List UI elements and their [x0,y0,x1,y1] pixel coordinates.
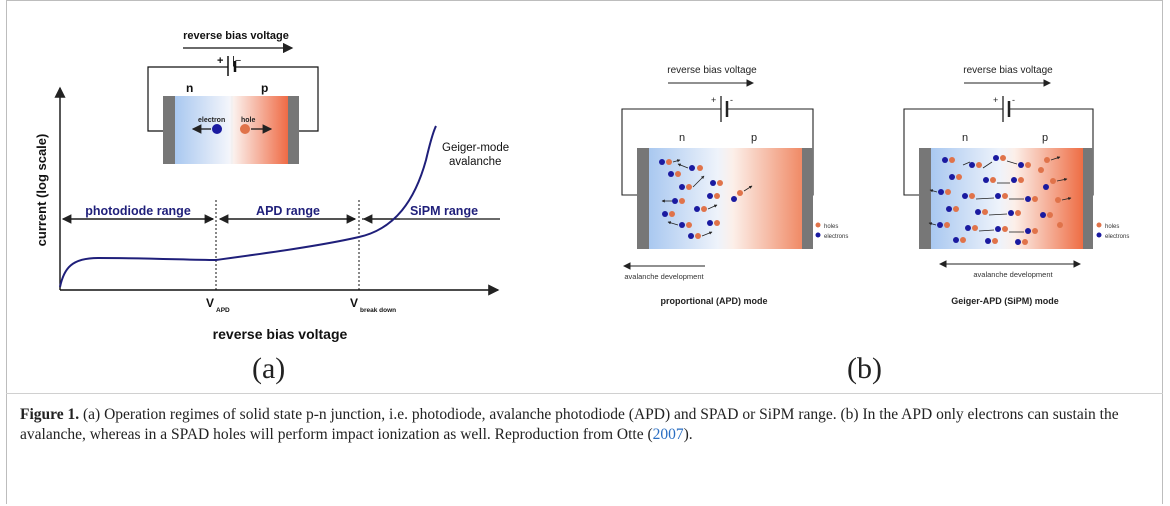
a-battery-minus: |− [232,55,241,67]
a-circuit-wire [147,66,228,132]
b-right-legend-electrons: electrons [1105,234,1129,240]
caption-text: (a) Operation regimes of solid state p-n… [20,406,1119,443]
a-vbd-sub: break down [360,307,396,314]
a-geiger-line1: Geiger-mode [442,142,509,154]
b-right-legend-holes: holes [1105,224,1119,230]
b-left-junction [649,148,802,249]
a-label-n: n [186,81,193,95]
a-vapd-sub: APD [216,307,230,314]
b-right-carriers [928,155,1072,245]
a-iv-curve [59,125,437,288]
a-hole-label: hole [241,117,255,124]
b-right-minus: - [1012,95,1015,105]
b-left-legend-holes: holes [824,224,838,230]
b-sublabel: (b) [847,352,882,385]
b-right-diagram: reverse bias voltage + - n p [903,65,1129,306]
a-top-label: reverse bias voltage [183,30,289,42]
b-right-p: p [1042,132,1048,144]
a-vbd-main: V [350,296,358,310]
a-geiger-line2: avalanche [449,156,501,168]
b-right-n: n [962,132,968,144]
figure-b-panel: reverse bias voltage + - n p [621,65,1129,306]
a-range-photodiode: photodiode range [85,204,191,218]
figure-caption: Figure 1. (a) Operation regimes of solid… [20,405,1150,445]
a-battery-plus: + [217,55,223,67]
a-x-axis-label: reverse bias voltage [213,326,348,342]
figure-top-border [6,0,1163,1]
a-electrode-right [288,96,299,164]
a-range-apd: APD range [256,204,320,218]
b-left-n: n [679,132,685,144]
a-range-sipm: SiPM range [410,204,478,218]
b-left-diagram: reverse bias voltage + - n p [621,65,848,306]
caption-citation-link[interactable]: 2007 [652,426,684,443]
b-left-mode: proportional (APD) mode [661,296,768,306]
a-electron-label: electron [198,117,225,124]
b-right-mode: Geiger-APD (SiPM) mode [951,296,1059,306]
b-left-carriers [659,159,753,239]
caption-end: ). [683,426,693,443]
a-electron-dot [212,124,222,134]
a-vapd-main: V [206,296,214,310]
b-left-legend-electrons: electrons [824,234,848,240]
a-sublabel: (a) [252,352,286,385]
a-y-axis-label: current (log scale) [34,134,49,247]
b-right-plus: + [993,95,998,105]
a-electrode-left [163,96,175,164]
b-right-avalanche: avalanche development [973,270,1053,279]
b-left-plus: + [711,95,716,105]
b-right-top-label: reverse bias voltage [963,65,1053,76]
b-left-minus: - [730,95,733,105]
a-hole-dot [240,124,250,134]
b-left-top-label: reverse bias voltage [667,65,757,76]
b-left-avalanche: avalanche development [624,272,704,281]
caption-separator [6,393,1163,394]
figure-a-panel: reverse bias voltage + |− n p electron h… [34,30,509,342]
figure-frame [6,0,1163,504]
caption-label: Figure 1. [20,406,80,423]
b-left-p: p [751,132,757,144]
a-label-p: p [261,81,268,95]
